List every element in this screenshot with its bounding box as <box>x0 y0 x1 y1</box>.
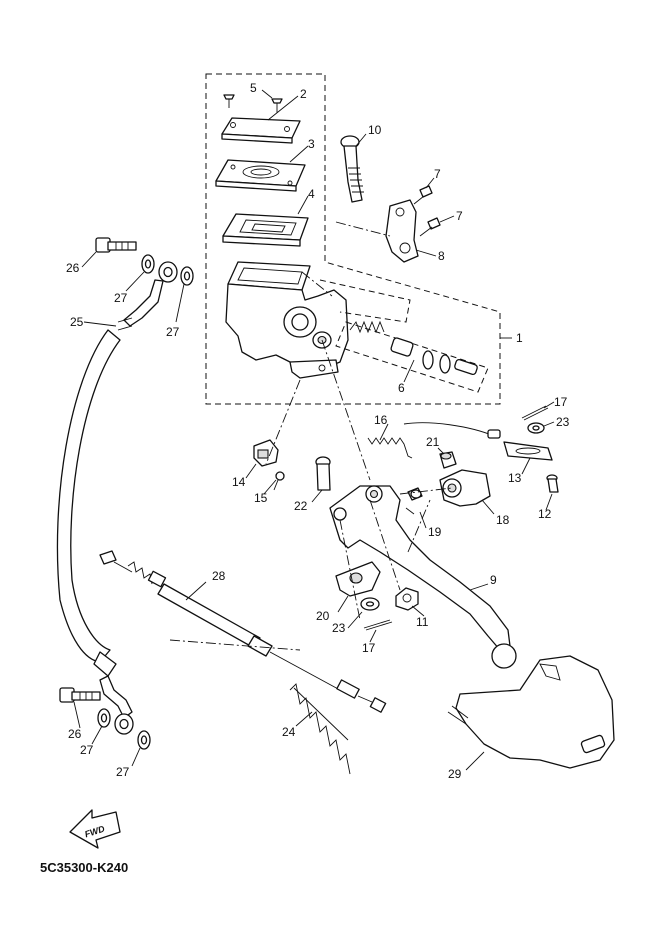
callout-27a: 27 <box>114 291 128 305</box>
callout-17a: 17 <box>554 395 568 409</box>
part-16-spring <box>367 437 413 459</box>
callout-23b: 23 <box>332 621 346 635</box>
part-4-diaphragm <box>222 213 309 247</box>
part-26-banjo-bolt-top <box>95 237 137 253</box>
callout-26b: 26 <box>68 727 82 741</box>
callout-16: 16 <box>374 413 388 427</box>
part-7-bolts <box>413 185 441 237</box>
part-3-diaphragm-plate <box>215 159 306 192</box>
assembly-1-boundary <box>205 73 501 405</box>
callout-11: 11 <box>416 615 429 629</box>
callout-24: 24 <box>282 725 296 739</box>
callout-20: 20 <box>316 609 330 623</box>
callout-9: 9 <box>490 573 497 587</box>
callout-15: 15 <box>254 491 268 505</box>
callout-19: 19 <box>428 525 442 539</box>
part-9-lever <box>329 485 517 669</box>
part-6-piston-kit <box>335 320 489 393</box>
callout-29: 29 <box>448 767 462 781</box>
part-10-pivot-bolt <box>340 135 364 203</box>
part-8-holder <box>385 199 419 263</box>
part-24-spring <box>289 683 351 775</box>
callout-8: 8 <box>438 249 445 263</box>
callout-17b: 17 <box>362 641 376 655</box>
master-cylinder-body <box>225 261 349 379</box>
leader-lines <box>73 89 555 771</box>
part-17-cotter-pin-lower <box>363 619 393 631</box>
callout-25: 25 <box>70 315 84 329</box>
part-18-adjuster <box>439 469 491 507</box>
part-25-brake-hose <box>56 261 178 735</box>
part-2-reservoir-cap <box>221 117 301 144</box>
part-21-nut <box>439 451 457 469</box>
construction-lines <box>169 221 453 651</box>
part-28-cable <box>99 550 387 713</box>
part-12-pin <box>546 474 559 493</box>
part-17-cotter-pin-right <box>521 405 549 421</box>
callout-14: 14 <box>232 475 246 489</box>
callout-27d: 27 <box>116 765 130 779</box>
part-14-switch <box>253 439 279 467</box>
part-26-banjo-bolt-bottom <box>59 687 101 703</box>
fwd-arrow-icon: FWD <box>69 809 121 849</box>
part-29-lever-cover <box>447 655 615 769</box>
callout-22: 22 <box>294 499 308 513</box>
callout-28: 28 <box>212 569 226 583</box>
callout-4: 4 <box>308 187 315 201</box>
callout-5: 5 <box>250 81 257 95</box>
callout-18: 18 <box>496 513 510 527</box>
callout-2: 2 <box>300 87 307 101</box>
callout-27b: 27 <box>166 325 180 339</box>
callout-23a: 23 <box>556 415 570 429</box>
hidden-outline <box>319 279 411 323</box>
callout-10: 10 <box>368 123 382 137</box>
callout-3: 3 <box>308 137 315 151</box>
callout-7b: 7 <box>456 209 463 223</box>
callout-6: 6 <box>398 381 405 395</box>
callout-labels: 1 2 3 4 5 6 7 7 8 9 10 11 12 13 14 15 16… <box>66 81 570 781</box>
diagram-code: 5C35300-K240 <box>40 860 128 875</box>
part-23-washer-right <box>527 422 545 434</box>
part-20-collar <box>335 561 381 597</box>
part-13-cable-end <box>403 422 553 461</box>
callout-26a: 26 <box>66 261 80 275</box>
part-27-washers-top <box>141 254 194 286</box>
part-15-screw <box>273 471 285 491</box>
callout-1: 1 <box>516 331 523 345</box>
part-5-screws <box>223 94 283 113</box>
part-23-washer-lower <box>360 597 380 611</box>
callout-7a: 7 <box>434 167 441 181</box>
part-22-pivot-pin <box>315 456 331 491</box>
part-11-nut <box>395 587 419 611</box>
callout-27c: 27 <box>80 743 94 757</box>
callout-12: 12 <box>538 507 552 521</box>
callout-13: 13 <box>508 471 522 485</box>
part-27-washers-bottom <box>97 708 151 750</box>
callout-21: 21 <box>426 435 440 449</box>
